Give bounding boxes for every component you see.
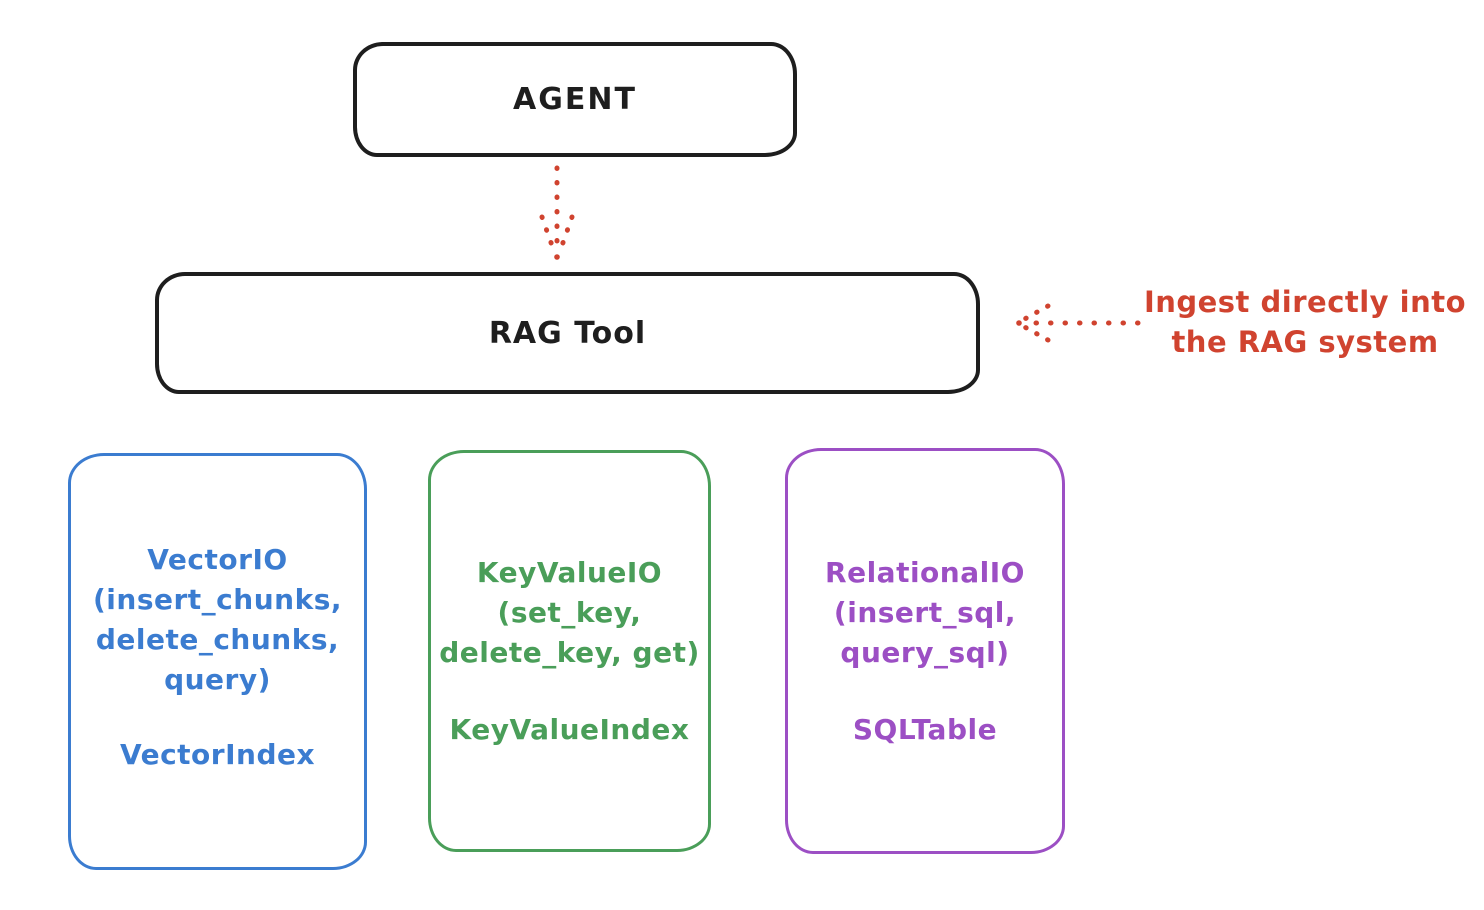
relationalio-line-3: query_sql): [840, 636, 1010, 669]
arrow-agent-to-rag-tool: [539, 165, 575, 260]
relationalio-line-2: (insert_sql,: [833, 596, 1017, 629]
vectorio-box: VectorIO (insert_chunks, delete_chunks, …: [68, 453, 367, 870]
relationalio-box: RelationalIO (insert_sql, query_sql) SQL…: [785, 448, 1065, 854]
keyvalueio-line-1: KeyValueIO: [476, 556, 663, 589]
keyvalueio-line-2: (set_key,: [497, 596, 642, 629]
keyvalueio-line-3: delete_key, get): [439, 636, 700, 669]
agent-box: AGENT: [353, 42, 797, 157]
vectorio-line-2: (insert_chunks,: [93, 583, 342, 616]
rag-tool-box: RAG Tool: [155, 272, 980, 394]
relationalio-line-1: RelationalIO: [825, 556, 1025, 589]
rag-tool-label: RAG Tool: [488, 315, 647, 351]
relationalio-text: RelationalIO (insert_sql, query_sql): [825, 553, 1025, 673]
annotation-text: Ingest directly into the RAG system: [1140, 282, 1470, 362]
annotation-line-1: Ingest directly into: [1143, 285, 1467, 319]
agent-label: AGENT: [513, 82, 637, 117]
vectorio-text: VectorIO (insert_chunks, delete_chunks, …: [93, 540, 342, 700]
keyvalueindex-label: KeyValueIndex: [449, 713, 690, 746]
vectorio-line-3: delete_chunks,: [95, 623, 340, 656]
annotation-line-2: the RAG system: [1171, 325, 1439, 359]
vectorio-line-4: query): [164, 663, 271, 696]
sqltable-label: SQLTable: [852, 713, 998, 746]
keyvalueio-box: KeyValueIO (set_key, delete_key, get) Ke…: [428, 450, 711, 852]
keyvalueio-text: KeyValueIO (set_key, delete_key, get): [439, 553, 700, 673]
vectorindex-label: VectorIndex: [119, 738, 316, 771]
vectorio-line-1: VectorIO: [147, 543, 288, 576]
arrow-annotation-to-rag-tool: [1016, 303, 1141, 343]
